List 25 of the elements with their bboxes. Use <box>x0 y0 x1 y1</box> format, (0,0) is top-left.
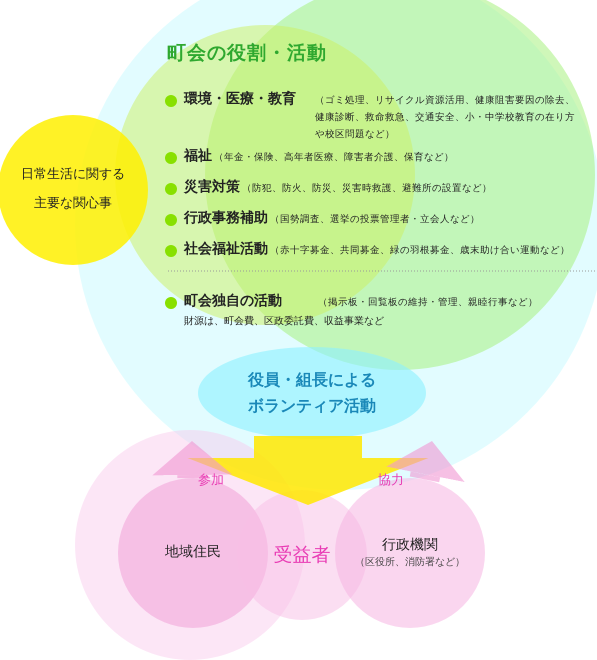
arrow <box>386 441 465 482</box>
item-description: （防犯、防火、防災、災害時救護、避難所の設置など） <box>242 182 492 196</box>
node-label: 受益者 <box>274 542 330 568</box>
note: 財源は、町会費、区政委託費、収益事業など <box>184 314 384 328</box>
node-label: 地域住民 <box>165 543 221 562</box>
down-arrow <box>188 436 428 505</box>
node-note: （区役所、消防署など） <box>355 556 465 570</box>
item-heading: 災害対策 <box>184 178 240 196</box>
title: 町会の役割・活動 <box>167 41 327 66</box>
item-heading: 福祉 <box>184 147 212 165</box>
node-label: 日常生活に関する主要な関心事 <box>20 166 126 213</box>
item-description: （国勢調査、選挙の投票管理者・立会人など） <box>270 213 480 227</box>
node-label: 役員・組長によるボランティア活動 <box>246 369 377 417</box>
item-description: （赤十字募金、共同募金、緑の羽根募金、歳末助け合い運動など） <box>270 244 570 258</box>
item-heading: 行政事務補助 <box>184 209 268 227</box>
node-label: 行政機関 <box>382 536 438 556</box>
item-description: （年金・保険、高年者医療、障害者介護、保育など） <box>214 150 454 165</box>
edge-label: 参加 <box>198 472 224 489</box>
arrow <box>152 441 232 478</box>
edge-label: 協力 <box>378 472 404 489</box>
item-heading: 社会福祉活動 <box>184 240 268 258</box>
item-heading: 環境・医療・教育 <box>184 90 296 108</box>
item-description: （掲示板・回覧板の維持・管理、親睦行事など） <box>318 296 538 310</box>
item-description: （ゴミ処理、リサイクル資源活用、健康阻害要因の除去、健康診断、救命救急、交通安全、小・中学校教育の在り方や校区問題など） <box>315 94 576 142</box>
item-heading: 町会独自の活動 <box>184 292 282 310</box>
